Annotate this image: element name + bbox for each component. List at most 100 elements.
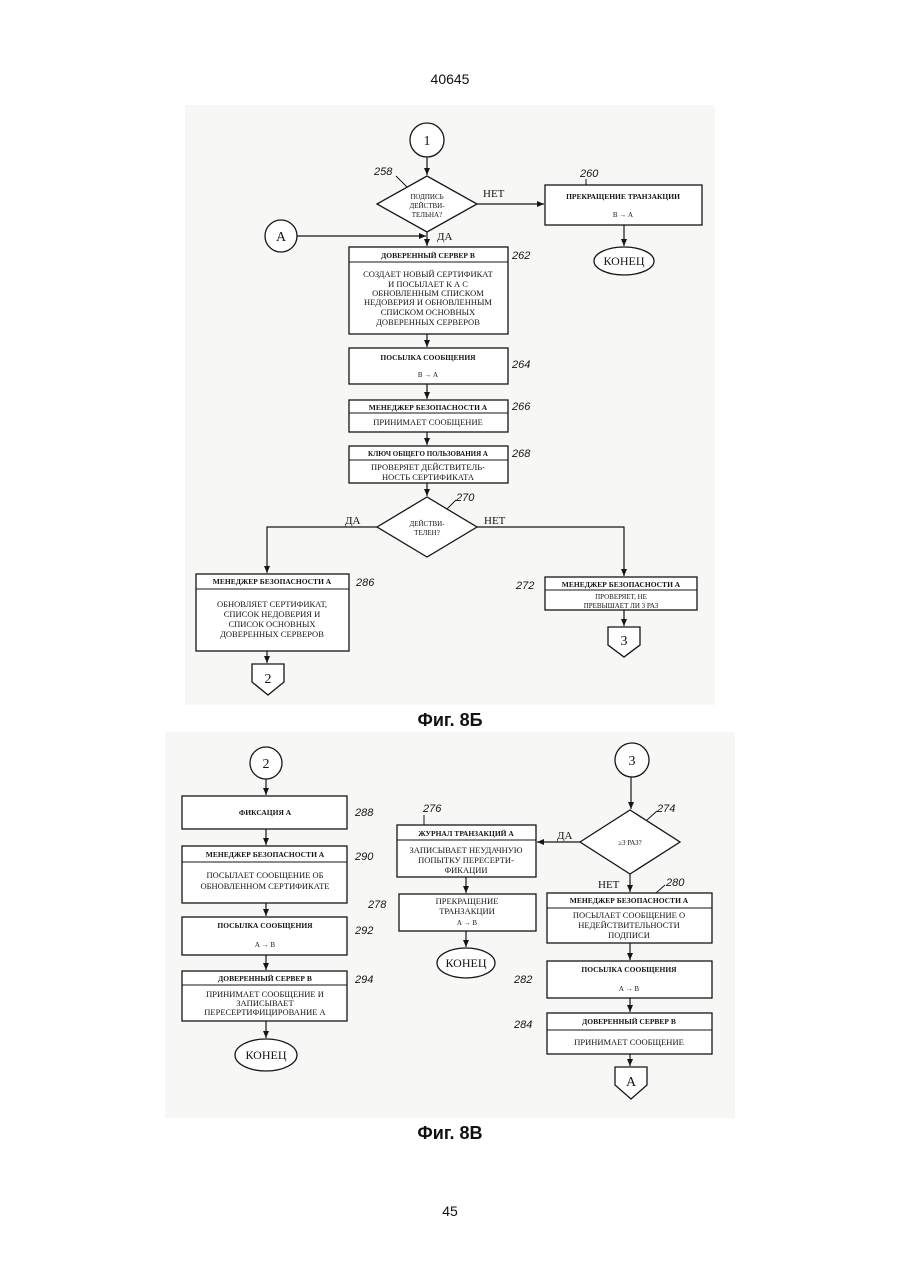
process-text-line: ОБНОВЛЯЕТ СЕРТИФИКАТ, — [217, 599, 327, 609]
terminator-end-260: КОНЕЦ — [594, 247, 654, 275]
start-connector-2: 2 — [250, 747, 282, 779]
ref-284: 284 — [513, 1019, 532, 1031]
process-header: МЕНЕДЖЕР БЕЗОПАСНОСТИ А — [213, 577, 332, 586]
process-header: МЕНЕДЖЕР БЕЗОПАСНОСТИ А — [562, 580, 681, 589]
process-header: ДОВЕРЕННЫЙ СЕРВЕР В — [582, 1017, 676, 1026]
page-number: 45 — [0, 1203, 900, 1219]
process-text-line: ПОСЫЛАЕТ СООБЩЕНИЕ ОБ — [206, 870, 323, 880]
block-290: МЕНЕДЖЕР БЕЗОПАСНОСТИ А ПОСЫЛАЕТ СООБЩЕН… — [182, 846, 374, 903]
connector-label: А — [276, 230, 287, 245]
process-header: МЕНЕДЖЕР БЕЗОПАСНОСТИ А — [570, 896, 689, 905]
process-header: МЕНЕДЖЕР БЕЗОПАСНОСТИ А — [206, 850, 325, 859]
ref-262: 262 — [511, 250, 530, 262]
connector-label: 3 — [621, 634, 628, 649]
start-connector-3: 3 — [615, 743, 649, 777]
ref-260: 260 — [579, 168, 599, 180]
process-detail: В → А — [613, 211, 633, 219]
block-268: КЛЮЧ ОБЩЕГО ПОЛЬЗОВАНИЯ А ПРОВЕРЯЕТ ДЕЙС… — [349, 446, 531, 483]
process-text-line: ДОВЕРЕННЫХ СЕРВЕРОВ — [220, 629, 324, 639]
process-detail: А → В — [457, 919, 478, 927]
process-text-line: ПРОВЕРЯЕТ, НЕ — [595, 593, 647, 601]
terminator-label: КОНЕЦ — [603, 254, 644, 268]
block-286: МЕНЕДЖЕР БЕЗОПАСНОСТИ А ОБНОВЛЯЕТ СЕРТИФ… — [196, 574, 375, 651]
process-text-line: ДОВЕРЕННЫХ СЕРВЕРОВ — [376, 317, 480, 327]
process-text-line: СПИСОК ОСНОВНЫХ — [228, 619, 315, 629]
figure-8b-caption: Фиг. 8Б — [417, 710, 482, 730]
block-264: ПОСЫЛКА СООБЩЕНИЯ В → А 264 — [349, 348, 530, 384]
process-box — [545, 185, 702, 225]
decision-text-line: ТЕЛЬНА? — [412, 211, 442, 219]
process-text-line: ПРИНИМАЕТ СООБЩЕНИЕ — [373, 417, 483, 427]
process-title: ПРЕКРАЩЕНИЕ ТРАНЗАКЦИИ — [566, 192, 680, 201]
ref-276: 276 — [422, 803, 442, 815]
terminator-label: КОНЕЦ — [245, 1048, 286, 1062]
process-title: ПОСЫЛКА СООБЩЕНИЯ — [380, 353, 476, 362]
ref-268: 268 — [511, 448, 531, 460]
process-title: ПОСЫЛКА СООБЩЕНИЯ — [581, 965, 677, 974]
ref-270: 270 — [455, 492, 475, 504]
ref-294: 294 — [354, 974, 373, 986]
process-text-line: ПРИНИМАЕТ СООБЩЕНИЕ — [574, 1037, 684, 1047]
process-header: ДОВЕРЕННЫЙ СЕРВЕР В — [218, 974, 312, 983]
block-266: МЕНЕДЖЕР БЕЗОПАСНОСТИ А ПРИНИМАЕТ СООБЩЕ… — [349, 400, 531, 432]
process-header: ДОВЕРЕННЫЙ СЕРВЕР В — [381, 251, 475, 260]
process-header: ЖУРНАЛ ТРАНЗАКЦИЙ А — [418, 829, 514, 838]
process-text-line: ЗАПИСЫВАЕТ НЕУДАЧНУЮ — [409, 845, 522, 855]
block-288: ФИКСАЦИЯ А 288 — [182, 796, 374, 829]
connector-label: 2 — [263, 757, 270, 772]
ref-292: 292 — [354, 925, 373, 937]
connector-label: А — [626, 1075, 637, 1090]
process-text-line: НЕДОВЕРИЯ И ОБНОВЛЕННЫМ — [364, 297, 492, 307]
process-text-line: НОСТЬ СЕРТИФИКАТА — [382, 472, 475, 482]
terminator-end-278: КОНЕЦ — [437, 948, 495, 978]
ref-266: 266 — [511, 401, 531, 413]
process-text-line: ПОДПИСИ — [608, 930, 650, 940]
branch-label-yes: ДА — [345, 515, 361, 527]
branch-label-yes: ДА — [437, 231, 453, 243]
process-text-line: ОБНОВЛЕННОМ СЕРТИФИКАТЕ — [200, 881, 329, 891]
process-title: ФИКСАЦИЯ А — [239, 808, 292, 817]
ref-288: 288 — [354, 807, 374, 819]
process-text-line: ПРОВЕРЯЕТ ДЕЙСТВИТЕЛЬ- — [371, 462, 485, 472]
ref-272: 272 — [515, 580, 534, 592]
start-connector-1: 1 — [410, 123, 444, 157]
block-292: ПОСЫЛКА СООБЩЕНИЯ А → В 292 — [182, 917, 373, 955]
decision-text-line: ДЕЙСТВИ- — [409, 202, 445, 210]
terminator-end-294: КОНЕЦ — [235, 1039, 297, 1071]
decision-text-line: ДЕЙСТВИ- — [409, 520, 445, 528]
process-text-line: СОЗДАЕТ НОВЫЙ СЕРТИФИКАТ — [363, 269, 494, 279]
branch-label-yes: ДА — [557, 830, 573, 842]
decision-text: ≥3 РАЗ? — [618, 839, 642, 847]
process-detail: А → В — [619, 985, 640, 993]
process-header: МЕНЕДЖЕР БЕЗОПАСНОСТИ А — [369, 403, 488, 412]
process-header: КЛЮЧ ОБЩЕГО ПОЛЬЗОВАНИЯ А — [368, 450, 488, 458]
process-text-line: ПОСЫЛАЕТ СООБЩЕНИЕ О — [573, 910, 685, 920]
ref-258: 258 — [373, 166, 393, 178]
ref-274: 274 — [656, 803, 675, 815]
branch-label-no: НЕТ — [598, 879, 620, 891]
ref-280: 280 — [665, 877, 685, 889]
terminator-label: КОНЕЦ — [445, 956, 486, 970]
process-text-line: СПИСОК НЕДОВЕРИЯ И — [224, 609, 320, 619]
ref-264: 264 — [511, 359, 530, 371]
process-title: ПОСЫЛКА СООБЩЕНИЯ — [217, 921, 313, 930]
process-text-line: ПРЕКРАЩЕНИЕ — [436, 896, 499, 906]
process-text-line: ПРЕВЫШАЕТ ЛИ 3 РАЗ — [584, 602, 659, 610]
process-text-line: ПОПЫТКУ ПЕРЕСЕРТИ- — [418, 855, 514, 865]
connector-label: 2 — [265, 672, 272, 687]
ref-282: 282 — [513, 974, 532, 986]
figure-8v-caption: Фиг. 8В — [417, 1123, 482, 1143]
process-text-line: НЕДЕЙСТВИТЕЛЬНОСТИ — [578, 920, 679, 930]
block-294: ДОВЕРЕННЫЙ СЕРВЕР В ПРИНИМАЕТ СООБЩЕНИЕ … — [182, 971, 373, 1021]
process-detail: А → В — [255, 941, 276, 949]
connector-label: 3 — [629, 754, 636, 769]
process-text-line: СПИСКОМ ОСНОВНЫХ — [381, 307, 475, 317]
entry-connector-a: А — [265, 220, 297, 252]
ref-286: 286 — [355, 577, 375, 589]
ref-290: 290 — [354, 851, 374, 863]
block-262: ДОВЕРЕННЫЙ СЕРВЕР В СОЗДАЕТ НОВЫЙ СЕРТИФ… — [349, 247, 530, 334]
branch-label-no: НЕТ — [483, 188, 505, 200]
process-text-line: ФИКАЦИИ — [444, 865, 487, 875]
ref-278: 278 — [367, 899, 387, 911]
